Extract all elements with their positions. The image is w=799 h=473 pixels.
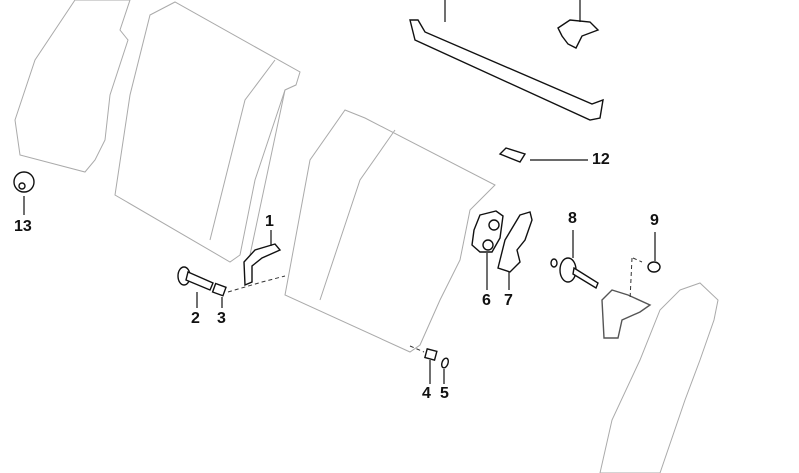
callout-13: 13	[14, 218, 32, 235]
callout-4: 4	[422, 385, 431, 402]
callout-9: 9	[650, 212, 659, 229]
bracket-part-1	[243, 243, 282, 287]
callout-5: 5	[440, 385, 449, 402]
bushing-part-3	[211, 282, 227, 297]
center-backrest	[284, 109, 496, 353]
callout-3: 3	[217, 310, 226, 327]
callout-6: 6	[482, 292, 491, 309]
top-rail	[409, 19, 604, 121]
latch-part	[601, 289, 652, 339]
ring-part-5	[441, 357, 449, 369]
bushing-part-4	[424, 347, 438, 361]
callout-12: 12	[592, 151, 610, 168]
callout-2: 2	[191, 310, 200, 327]
cover-part-7	[497, 211, 533, 273]
left-side-bolster	[14, 0, 131, 173]
ring-part-9	[647, 261, 661, 273]
callout-8: 8	[568, 210, 577, 227]
right-side-bolster	[599, 282, 719, 473]
callout-1: 1	[265, 213, 274, 230]
callout-7: 7	[504, 292, 513, 309]
clip-part	[557, 19, 600, 49]
left-backrest	[114, 1, 301, 263]
pad-part-12	[498, 147, 527, 163]
